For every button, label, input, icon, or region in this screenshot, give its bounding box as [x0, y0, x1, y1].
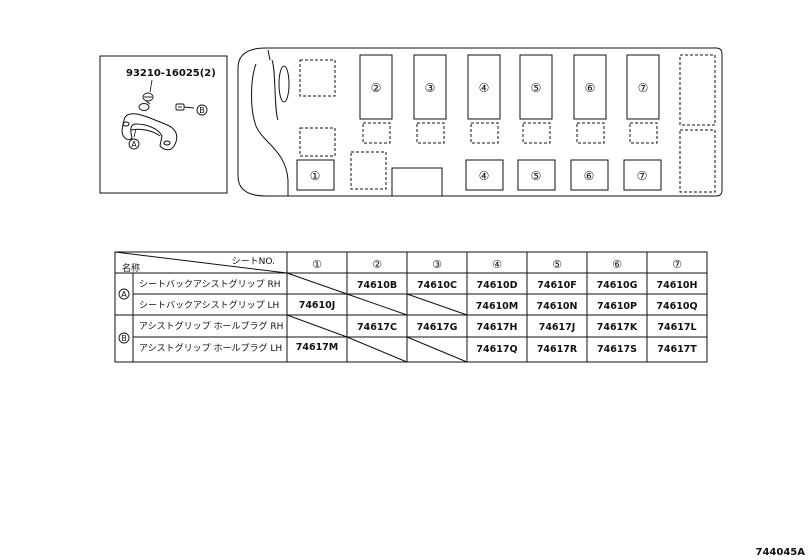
- seat-label: ⑥: [585, 81, 596, 95]
- part-cell: 74610D: [477, 280, 518, 291]
- group-a-marker: [118, 288, 130, 300]
- part-cell: 74617R: [537, 344, 578, 355]
- column-header: ①: [312, 258, 322, 271]
- column-header: ⑦: [672, 258, 682, 271]
- group-b-marker: [118, 332, 130, 344]
- seat-label: ①: [310, 169, 321, 183]
- seat-label: ⑦: [638, 81, 649, 95]
- hole-plug-icon: [175, 103, 195, 111]
- part-cell: 74610M: [476, 301, 519, 312]
- seat-layout: [237, 47, 723, 197]
- seat-label: ③: [425, 81, 436, 95]
- seat-label: ④: [479, 81, 490, 95]
- part-cell: 74610N: [536, 301, 577, 312]
- part-cell: 74617Q: [476, 344, 517, 355]
- row-name: アシストグリップ ホールプラグ LH: [139, 342, 282, 354]
- part-cell: 74617L: [657, 322, 696, 333]
- seat-label: ⑥: [584, 169, 595, 183]
- callout-b-marker: [196, 104, 208, 116]
- part-number-label: 93210-16025(2): [126, 68, 216, 79]
- parts-table: シートNO. 名称 ① ② ③ ④ ⑤ ⑥ ⑦ A B シートバックアシストグリ…: [114, 251, 708, 363]
- part-cell: 74617T: [657, 344, 697, 355]
- upper-seats: [359, 54, 660, 144]
- group-a-label: A: [121, 290, 127, 299]
- callout-b-label: B: [199, 106, 205, 115]
- part-cell: 74610Q: [656, 301, 697, 312]
- part-cell: 74617H: [476, 322, 517, 333]
- callout-a-label: A: [131, 140, 137, 149]
- seat-label: ④: [479, 169, 490, 183]
- part-cell: 74617K: [597, 322, 638, 333]
- lower-seats: [296, 159, 662, 191]
- row-name: アシストグリップ ホールプラグ RH: [139, 320, 283, 332]
- part-cell: 74610G: [597, 280, 638, 291]
- column-header: ⑥: [612, 258, 622, 271]
- part-cell: 74610B: [357, 280, 397, 291]
- assist-grip-icon: [121, 113, 178, 151]
- part-cell: 74610C: [417, 280, 457, 291]
- row-name: シートバックアシストグリップ RH: [139, 278, 281, 290]
- column-header: ⑤: [552, 258, 562, 271]
- grip-inset: 93210-16025(2) B A: [99, 55, 228, 194]
- part-cell: 74617C: [357, 322, 397, 333]
- screw-icon: [138, 92, 154, 111]
- column-header: ④: [492, 258, 502, 271]
- figure-id: 744045A: [755, 547, 806, 558]
- header-seat-no: シートNO.: [232, 257, 275, 267]
- part-cell: 74610H: [656, 280, 697, 291]
- callout-a-marker: [128, 138, 140, 150]
- seat-label: ②: [371, 81, 382, 95]
- part-cell: 74617J: [539, 322, 576, 333]
- part-cell: 74610P: [597, 301, 637, 312]
- part-cell: 74610F: [537, 280, 577, 291]
- seat-label: ⑤: [531, 81, 542, 95]
- part-cell: 74617G: [417, 322, 458, 333]
- part-cell: 74617S: [597, 344, 637, 355]
- seat-label: ⑤: [531, 169, 542, 183]
- row-name: シートバックアシストグリップ LH: [139, 299, 279, 311]
- group-b-label: B: [121, 334, 127, 343]
- column-header: ③: [432, 258, 442, 271]
- seat-label: ⑦: [637, 169, 648, 183]
- part-cell: 74617M: [296, 342, 339, 353]
- part-cell: 74610J: [299, 300, 336, 311]
- header-name: 名称: [122, 262, 140, 274]
- column-header: ②: [372, 258, 382, 271]
